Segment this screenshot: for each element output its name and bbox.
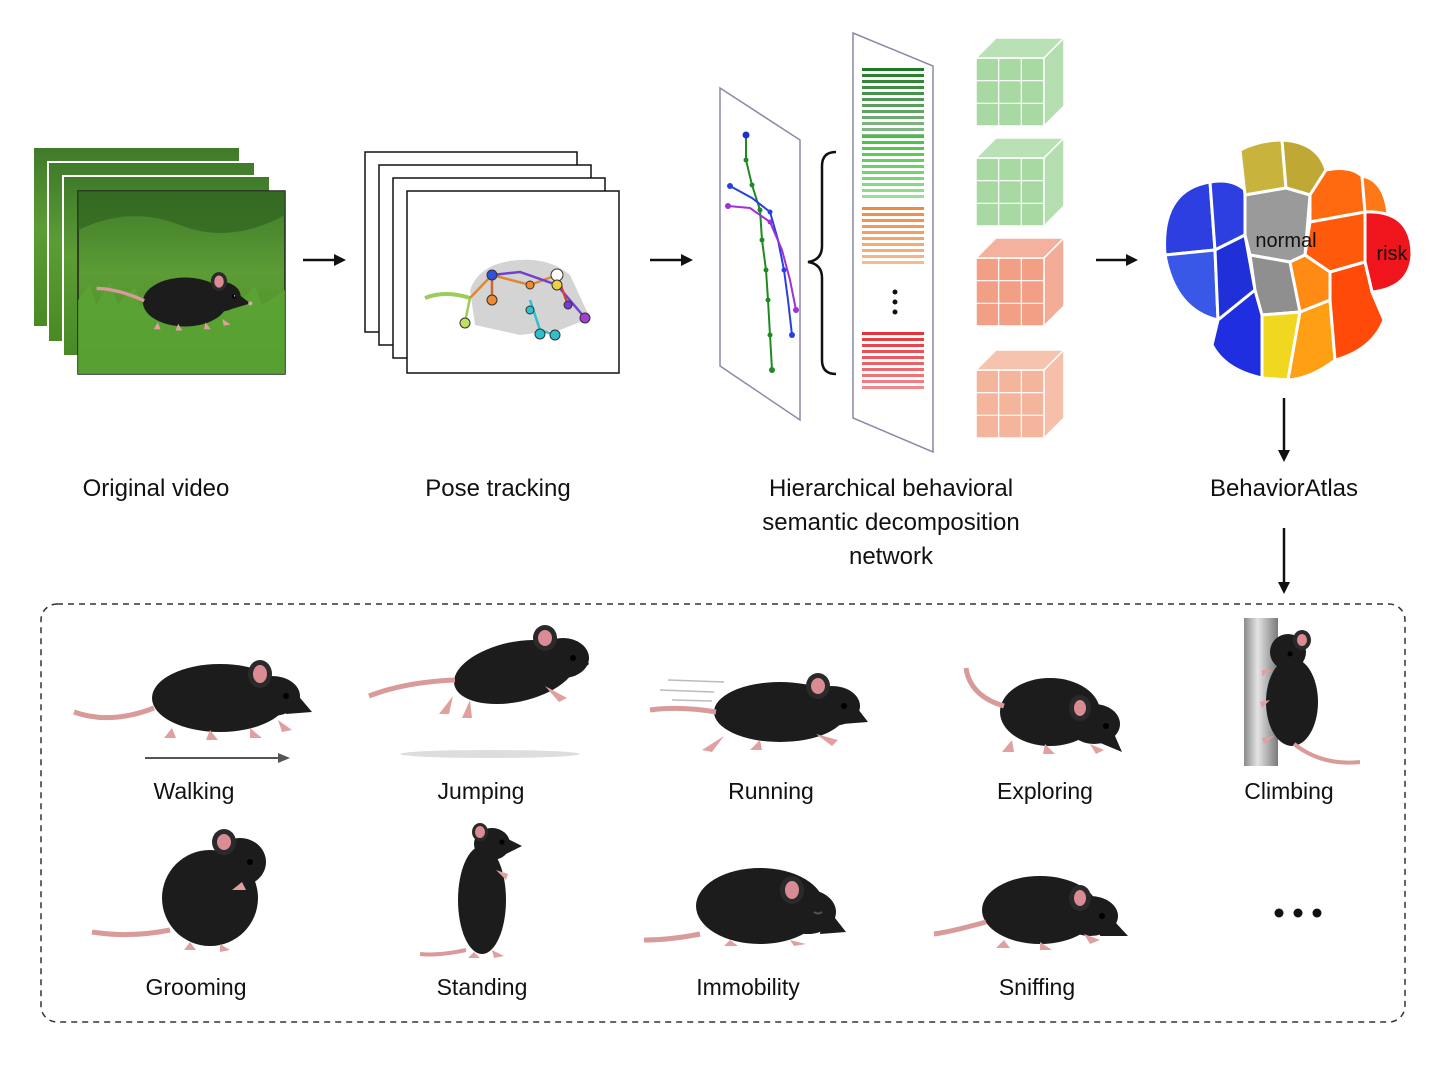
feature-bar	[862, 183, 924, 186]
feature-bar	[862, 147, 924, 150]
mouse-climbing	[1244, 618, 1361, 766]
behavior-panel	[40, 603, 1406, 1023]
video-mouse	[96, 272, 253, 331]
feature-bar	[862, 362, 924, 365]
feature-plane	[852, 31, 934, 454]
feature-bar	[862, 237, 924, 240]
feature-bar	[862, 261, 924, 264]
feature-cubes	[974, 36, 1066, 440]
mouse-walking	[73, 660, 312, 763]
feature-bar	[862, 116, 924, 119]
behavior-label-running: Running	[728, 778, 814, 804]
feature-bar	[862, 68, 924, 71]
feature-bar	[862, 213, 924, 216]
feature-bar	[862, 153, 924, 156]
feature-bar	[862, 368, 924, 371]
feature-cube	[974, 36, 1066, 128]
feature-bar	[862, 165, 924, 168]
label-behavior-atlas: BehaviorAtlas	[1209, 475, 1359, 502]
feature-bar	[862, 122, 924, 125]
behavior-label-walking: Walking	[153, 778, 235, 804]
feature-cube	[974, 348, 1066, 440]
feature-bar	[862, 380, 924, 383]
behavior-label-standing: Standing	[436, 974, 528, 1000]
feature-bar	[862, 171, 924, 174]
behavior-illustrations	[73, 618, 1361, 958]
atlas-normal-label: normal	[1255, 230, 1316, 252]
feature-bar	[862, 86, 924, 89]
trajectory-plane	[719, 86, 801, 422]
behavior-label-jumping: Jumping	[437, 778, 525, 804]
feature-cube	[974, 136, 1066, 228]
feature-bar	[862, 249, 924, 252]
behavior-label-grooming: Grooming	[145, 974, 247, 1000]
feature-bar	[862, 104, 924, 107]
atlas-risk-label: risk	[1376, 243, 1408, 265]
mouse-exploring	[963, 667, 1122, 754]
brace	[807, 150, 837, 376]
feature-bar	[862, 98, 924, 101]
feature-bar	[862, 332, 924, 335]
behavior-label-sniffing: Sniffing	[998, 974, 1076, 1000]
label-pose-tracking: Pose tracking	[425, 475, 571, 502]
mouse-grooming	[91, 829, 266, 952]
mouse-immobile	[643, 868, 846, 946]
feature-bar	[862, 374, 924, 377]
behavior-label-climbing: Climbing	[1244, 778, 1334, 804]
mouse-sniffing	[933, 876, 1128, 950]
feature-bar	[862, 243, 924, 246]
mouse-standing	[419, 823, 522, 958]
behavior-label-exploring: Exploring	[997, 778, 1093, 804]
feature-bar	[862, 219, 924, 222]
pose-skeleton	[424, 259, 591, 341]
feature-bar	[862, 255, 924, 258]
behavior-label-immobility: Immobility	[696, 974, 800, 1000]
label-network-line-1: Hierarchical behavioral	[768, 475, 1014, 502]
feature-bar	[862, 74, 924, 77]
feature-bar	[862, 344, 924, 347]
feature-bar	[862, 92, 924, 95]
behavior-atlas: normal risk	[1163, 138, 1414, 382]
video-frames	[32, 146, 286, 375]
label-network-line-2: semantic decomposition	[762, 509, 1020, 536]
label-network-line-3: network	[848, 543, 934, 570]
feature-bar	[862, 231, 924, 234]
feature-bar	[862, 350, 924, 353]
mouse-running	[649, 673, 868, 752]
feature-bar	[862, 195, 924, 198]
flow-arrows	[303, 254, 1290, 594]
feature-bar	[862, 386, 924, 389]
feature-bar	[862, 207, 924, 210]
feature-bar	[862, 159, 924, 162]
pose-frames	[364, 151, 620, 374]
feature-bar	[862, 189, 924, 192]
feature-bar	[862, 135, 924, 138]
feature-bar	[862, 356, 924, 359]
feature-bar	[862, 141, 924, 144]
more-behaviors-ellipsis	[1274, 908, 1322, 918]
feature-bar	[862, 338, 924, 341]
feature-cube	[974, 236, 1066, 328]
label-original-video: Original video	[82, 475, 230, 502]
feature-bar	[862, 128, 924, 131]
feature-bar	[862, 225, 924, 228]
feature-bar	[862, 110, 924, 113]
mouse-jumping	[368, 625, 589, 758]
feature-bar	[862, 80, 924, 83]
feature-bar	[862, 177, 924, 180]
